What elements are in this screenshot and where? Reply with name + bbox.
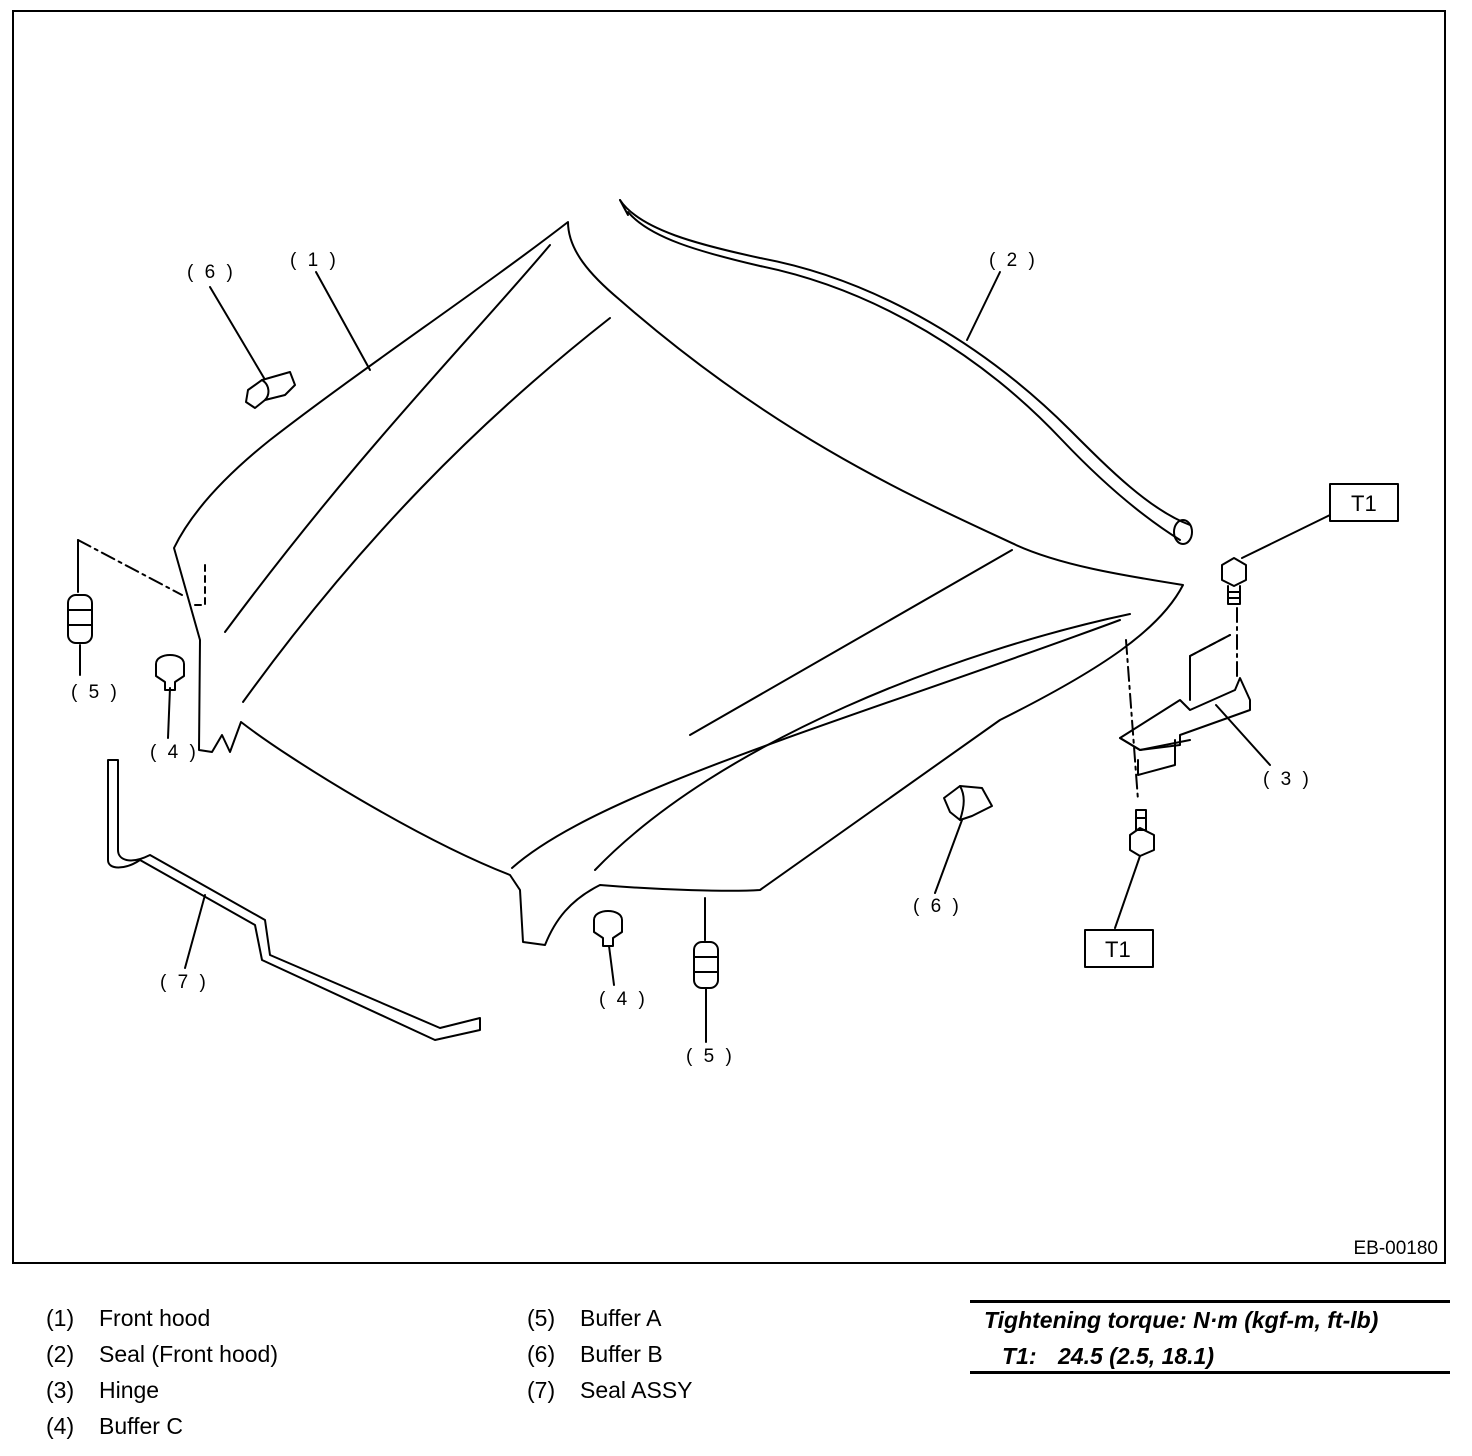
buffer-b-top [245,371,296,409]
callout-6-top: ( 6 ) [187,262,236,283]
hood-seal [619,199,1193,545]
torque-box-top [1329,483,1399,522]
legend-right: (5) Buffer A (6) Buffer B (7) Seal ASSY [527,1300,693,1408]
callout-4-left: ( 4 ) [150,742,199,763]
legend-number: (7) [527,1377,556,1403]
bolt-top [1221,557,1247,605]
legend-item: (6) Buffer B [527,1336,693,1372]
callout-6-bottom: ( 6 ) [913,896,962,917]
legend-label: Buffer C [99,1413,183,1439]
torque-key: T1: [1002,1343,1037,1369]
callout-5-left: ( 5 ) [71,682,120,703]
callout-7: ( 7 ) [160,972,209,993]
buffer-a-bottom [693,941,719,989]
callout-5-bottom: ( 5 ) [686,1046,735,1067]
buffer-c-bottom [593,910,623,947]
legend-item: (4) Buffer C [46,1408,278,1444]
torque-heading: Tightening torque: N·m (kgf-m, ft-lb) [984,1307,1379,1333]
torque-row: T1: 24.5 (2.5, 18.1) [1002,1343,1214,1370]
buffer-c-left [155,654,185,691]
hidden-lines [194,564,1231,657]
legend-label: Buffer B [580,1341,663,1367]
front-hood [173,221,1184,946]
legend-item: (2) Seal (Front hood) [46,1336,278,1372]
callout-3: ( 3 ) [1263,769,1312,790]
callout-4-bottom: ( 4 ) [599,989,648,1010]
diagram-frame [12,10,1446,1264]
seal-assy [107,759,481,1041]
legend-item: (7) Seal ASSY [527,1372,693,1408]
legend-number: (1) [46,1305,75,1331]
leader-lines [77,271,1331,1043]
buffer-b-bottom [943,785,993,821]
legend-number: (3) [46,1377,75,1403]
callout-1: ( 1 ) [290,250,339,271]
legend-label: Front hood [99,1305,211,1331]
legend-label: Seal (Front hood) [99,1341,278,1367]
legend-label: Hinge [99,1377,160,1403]
torque-tag-top: T1 [1351,491,1377,516]
alignment-lines [77,539,1238,941]
legend-item: (5) Buffer A [527,1300,693,1336]
legend-left: (1) Front hood (2) Seal (Front hood) (3) Hi… [46,1300,278,1444]
legend-number: (4) [46,1413,75,1439]
hood-exploded-diagram: T1 T1 ( 1 ) ( 2 ) ( 3 ) ( 4 ) ( 4 ) ( 5 … [67,199,1399,1067]
legend-item: (3) Hinge [46,1372,278,1408]
hinge [1119,634,1251,776]
legend-label: Seal ASSY [580,1377,693,1403]
torque-box-bottom [1084,929,1154,968]
document-id: EB-00180 [1353,1238,1438,1259]
buffer-a-left [67,594,93,644]
legend-number: (2) [46,1341,75,1367]
legend-item: (1) Front hood [46,1300,278,1336]
legend-number: (6) [527,1341,556,1367]
torque-tag-bottom: T1 [1105,937,1131,962]
legend-number: (5) [527,1305,556,1331]
legend-label: Buffer A [580,1305,662,1331]
bolt-bottom [1129,809,1155,857]
torque-value: 24.5 (2.5, 18.1) [1058,1343,1214,1369]
callout-2: ( 2 ) [989,250,1038,271]
torque-table: Tightening torque: N·m (kgf-m, ft-lb) T1… [970,1300,1450,1374]
